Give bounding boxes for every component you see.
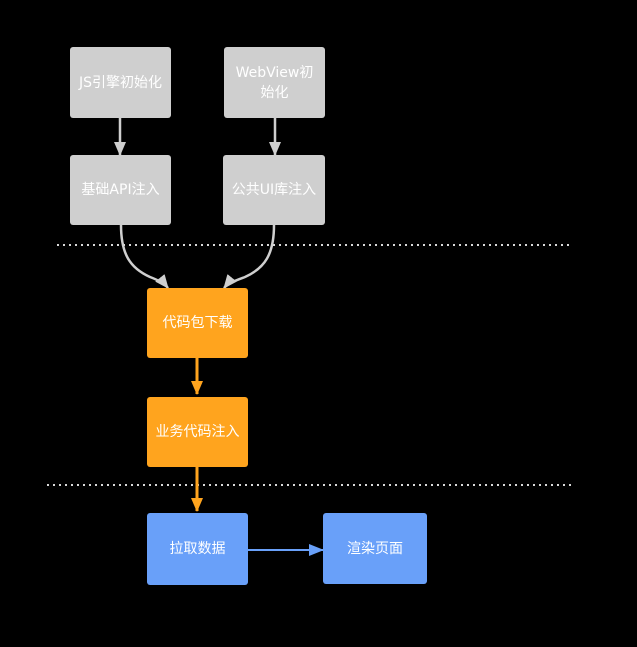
node-business-code-inject: 业务代码注入: [147, 397, 248, 467]
edge-ui-lib-to-code-package: [223, 224, 276, 289]
node-label: 渲染页面: [347, 540, 403, 557]
node-base-api-inject: 基础API注入: [70, 155, 171, 225]
node-label: 代码包下载: [162, 315, 233, 331]
node-webview-init: WebView初始化: [224, 47, 325, 118]
edge-base-api-to-code-package: [119, 224, 169, 289]
node-label: JS引擎初始化: [78, 74, 162, 91]
node-label: 拉取数据: [169, 541, 226, 557]
node-js-engine-init: JS引擎初始化: [70, 47, 171, 118]
node-label: 基础API注入: [81, 182, 160, 198]
node-label: 公共UI库注入: [231, 182, 317, 198]
node-ui-lib-inject: 公共UI库注入: [223, 155, 325, 225]
node-render-page: 渲染页面: [323, 513, 427, 584]
node-fetch-data: 拉取数据: [147, 513, 248, 585]
node-label: 业务代码注入: [155, 424, 240, 440]
node-label: WebView初始化: [235, 64, 314, 101]
node-code-package-download: 代码包下载: [147, 288, 248, 358]
